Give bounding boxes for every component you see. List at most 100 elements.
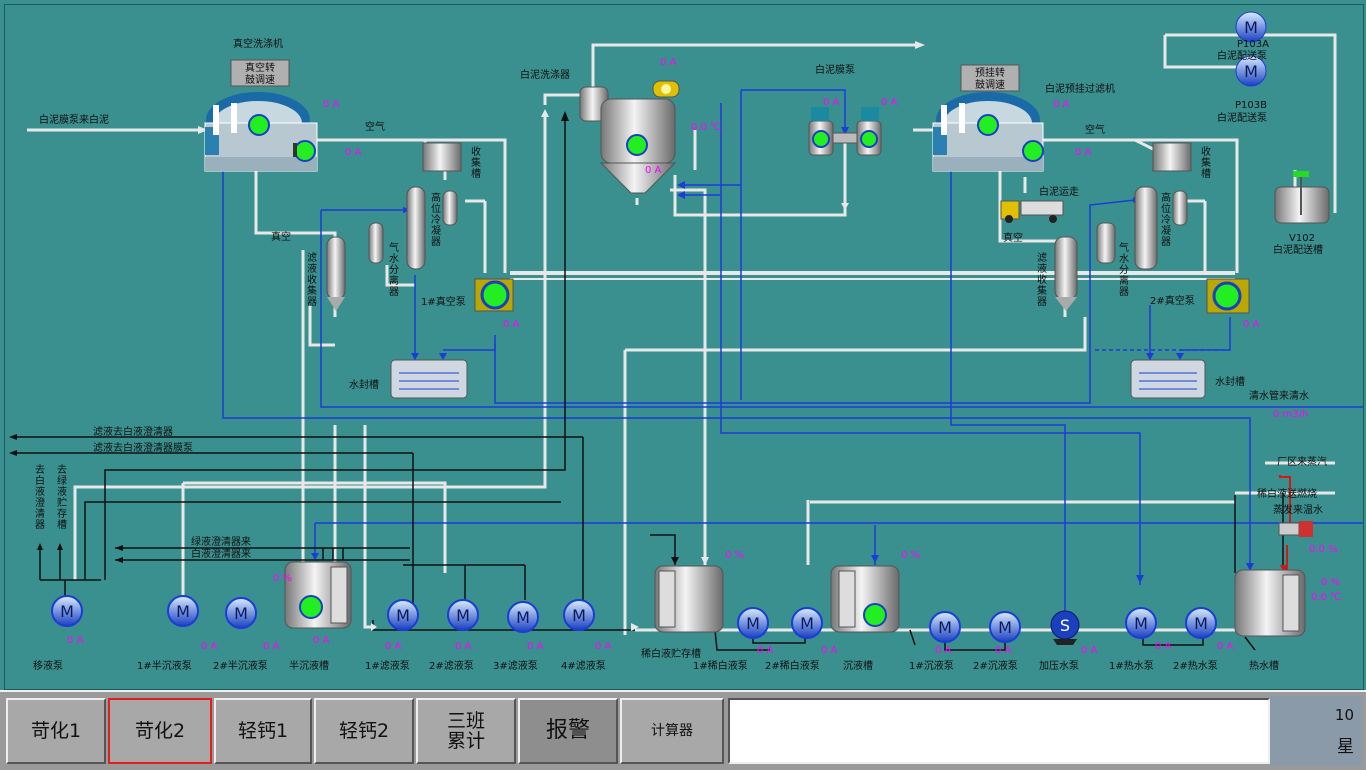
move-pump-label: 移液泵 [33, 659, 63, 672]
water-seal-tank-1 [390, 359, 468, 399]
svg-text:M: M [572, 606, 586, 625]
filtrate-collector-1-label: 滤液收集器 [307, 251, 317, 308]
vertical-labels: 收集槽收集槽高位冷凝器高位冷凝器气水分离器气水分离器滤液收集器滤液收集器去白液澄… [35, 145, 1211, 531]
hot-pump-2-label: 2#热水泵 [1173, 659, 1218, 672]
separator-2-label: 气水分离器 [1119, 241, 1129, 298]
v102-tank [1274, 171, 1330, 224]
speed-button-2-line2: 鼓调速 [975, 78, 1005, 91]
collector-tank-2 [1152, 142, 1192, 172]
reading-set1: 0 A [935, 645, 952, 656]
clock-line-1: 10 [1334, 706, 1354, 724]
settling-tank [830, 565, 900, 633]
reading-fl3: 0 A [527, 641, 544, 652]
membrane-pump-unit[interactable] [808, 107, 882, 156]
separator-1-label: 气水分离器 [389, 241, 399, 298]
hot-pump-2-motor[interactable]: M [1185, 607, 1217, 639]
reading-dil2: 0 A [821, 645, 838, 656]
collector-1-label: 收集槽 [471, 145, 481, 180]
filtrate-pump-2-label: 2#滤液泵 [429, 659, 474, 672]
boost-water-pump[interactable]: S [1050, 610, 1080, 645]
filtrate-pump-4-motor[interactable]: M [563, 599, 595, 631]
svg-text:S: S [1060, 616, 1070, 635]
speed-button-2[interactable]: 预挂转 鼓调速 [960, 64, 1020, 92]
truck-icon [1000, 200, 1064, 223]
semi-tank-label: 半沉液槽 [289, 659, 329, 672]
dilute-pump-2-motor[interactable]: M [791, 607, 823, 639]
white-mud-washer[interactable] [579, 80, 680, 194]
water-seal-1-label: 水封槽 [349, 378, 379, 391]
clear-water-label: 清水管来清水 [1249, 389, 1309, 402]
nav-button-causticizing-1[interactable]: 苛化1 [6, 698, 106, 764]
semi-pump-2-motor[interactable]: M [225, 597, 257, 629]
svg-text:M: M [998, 618, 1012, 637]
settle-pump-2-label: 2#沉液泵 [973, 659, 1018, 672]
nav-button-calculator[interactable]: 计算器 [620, 698, 724, 764]
nav-button-alarm[interactable]: 报警 [518, 698, 618, 764]
reading-move: 0 A [67, 635, 84, 646]
speed-button-1-line1: 真空转 [245, 61, 275, 74]
precoat-filter-2[interactable] [932, 92, 1044, 172]
filtrate-to-clarifier-pump-label: 滤液去白液澄清器膜泵 [93, 441, 193, 454]
air-label-1: 空气 [365, 120, 385, 133]
nav-button-shift-totals[interactable]: 三班 累计 [416, 698, 516, 764]
filtrate-pump-2-motor[interactable]: M [447, 599, 479, 631]
settle-pump-1-motor[interactable]: M [929, 611, 961, 643]
filter-2-run-indicator [977, 114, 999, 136]
water-seal-tank-2 [1130, 359, 1206, 399]
move-pump-motor[interactable]: M [51, 595, 83, 627]
reading-mem1: 0 A [823, 97, 840, 108]
filtrate-pump-1-motor[interactable]: M [387, 599, 419, 631]
p103a-motor[interactable]: M [1235, 11, 1267, 43]
readings: 0 A 0 A 0 A 0.0 ℃ 0 A 0 A 0 A 0 A 0 A 0 … [67, 57, 1341, 656]
svg-text:M: M [396, 606, 410, 625]
nav-button-light-calcium-1[interactable]: 轻钙1 [214, 698, 312, 764]
svg-text:M: M [234, 604, 248, 623]
filtrate-collector-2-label: 滤液收集器 [1037, 251, 1047, 308]
dilute-pump-2-label: 2#稀白液泵 [765, 659, 820, 672]
vacuum-label-1: 真空 [271, 230, 291, 243]
reading-dil1: 0 A [757, 645, 774, 656]
truck-label: 白泥运走 [1039, 185, 1079, 198]
speed-button-1[interactable]: 真空转 鼓调速 [230, 59, 290, 87]
dilute-to-burn-label: 稀白液送燃烧 [1257, 487, 1317, 500]
filtrate-pump-4-label: 4#滤液泵 [561, 659, 606, 672]
v102-label: V102 [1289, 233, 1315, 244]
settle-pump-2-motor[interactable]: M [989, 611, 1021, 643]
vacuum-pump-1-label: 1#真空泵 [421, 295, 466, 308]
nav-button-causticizing-2[interactable]: 苛化2 [108, 698, 212, 764]
p103a-label: P103A [1237, 39, 1269, 50]
filtrate-pump-3-motor[interactable]: M [507, 601, 539, 633]
evap-water-label: 蒸发来温水 [1273, 503, 1323, 516]
filtrate-pump-3-label: 3#滤液泵 [493, 659, 538, 672]
nav-button-light-calcium-2[interactable]: 轻钙2 [314, 698, 414, 764]
reading-fl4: 0 A [595, 641, 612, 652]
p103b-motor[interactable]: M [1235, 55, 1267, 87]
process-diagram: 真空转 鼓调速 预挂转 鼓调速 [4, 4, 1365, 690]
dilute-pump-1-motor[interactable]: M [737, 607, 769, 639]
settle-tank-label: 沉液槽 [843, 659, 873, 672]
reading-vp2: 0 A [1243, 319, 1260, 330]
reading-f2b: 0 A [1075, 147, 1092, 158]
white-from-label: 白液澄清器来 [191, 547, 251, 560]
condenser-2-label: 高位冷凝器 [1161, 191, 1171, 248]
filter-2-title: 白泥预挂过滤机 [1045, 82, 1115, 95]
clock-panel: 10 星 [1270, 696, 1362, 766]
vacuum-pump-2-label: 2#真空泵 [1150, 294, 1195, 307]
vacuum-pump-2[interactable] [1206, 278, 1250, 314]
flow-arrows [9, 41, 1288, 631]
vacuum-drum-filter-1[interactable] [204, 92, 318, 172]
hot-pump-1-motor[interactable]: M [1125, 607, 1157, 639]
semi-pump-1-motor[interactable]: M [167, 595, 199, 627]
reading-hot-level: 0 % [1321, 577, 1340, 588]
vacuum-pump-1[interactable] [474, 278, 514, 312]
reading-hot1: 0 A [1155, 641, 1172, 652]
reading-f2a: 0 A [1053, 99, 1070, 110]
condenser-1-label: 高位冷凝器 [431, 191, 441, 248]
filter-1-title: 真空洗涤机 [233, 37, 283, 50]
feed-in-label: 白泥膜泵来白泥 [39, 113, 109, 126]
steam-valve-icon[interactable] [1278, 521, 1313, 537]
filtrate-to-clarifier-label: 滤液去白液澄清器 [93, 425, 173, 438]
condenser-1 [326, 186, 458, 311]
